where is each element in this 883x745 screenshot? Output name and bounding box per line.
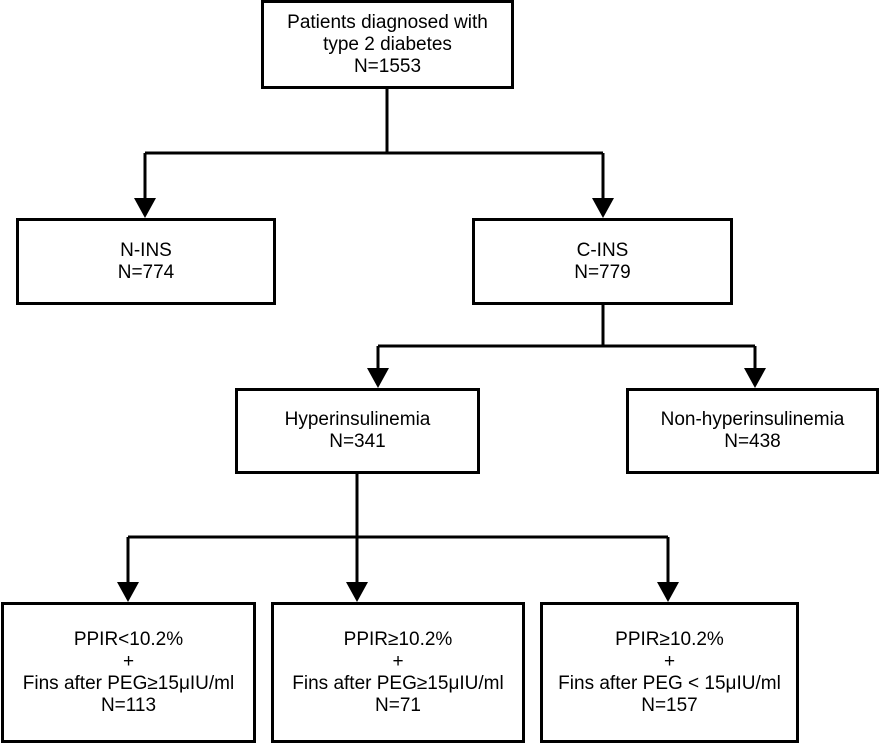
group-1-criterion-2: Fins after PEG≥15μIU/ml — [22, 672, 235, 694]
arrowhead-group-3 — [657, 582, 679, 602]
group-2-criterion-1: PPIR≥10.2% — [343, 628, 453, 650]
root-count: N=1553 — [353, 55, 422, 77]
non-hyperinsulinemia-box: Non-hyperinsulinemia N=438 — [626, 388, 879, 474]
group-2-criterion-2: Fins after PEG≥15μIU/ml — [292, 672, 504, 694]
group-3-criterion-1: PPIR≥10.2% — [615, 628, 724, 650]
n-ins-count: N=774 — [117, 261, 175, 283]
group-1-count: N=113 — [100, 694, 157, 716]
group-3-criterion-2: Fins after PEG < 15μIU/ml — [558, 672, 781, 694]
arrowhead-group-2 — [346, 582, 368, 602]
group-3-plus: + — [663, 650, 676, 672]
root-box: Patients diagnosed with type 2 diabetes … — [261, 0, 514, 89]
c-ins-label: C-INS — [576, 239, 629, 261]
arrowhead-n-ins — [134, 198, 156, 218]
group-1-plus: + — [122, 650, 135, 672]
group-1-criterion-1: PPIR<10.2% — [73, 628, 184, 650]
group-box-2: PPIR≥10.2% + Fins after PEG≥15μIU/ml N=7… — [271, 602, 525, 743]
group-3-count: N=157 — [641, 694, 698, 716]
root-line-1: Patients diagnosed with — [287, 11, 488, 33]
hyperinsulinemia-label: Hyperinsulinemia — [284, 409, 431, 430]
group-box-3: PPIR≥10.2% + Fins after PEG < 15μIU/ml N… — [540, 602, 799, 743]
n-ins-box: N-INS N=774 — [16, 218, 276, 305]
c-ins-count: N=779 — [574, 261, 631, 283]
root-line-2: type 2 diabetes — [323, 33, 452, 55]
c-ins-box: C-INS N=779 — [472, 218, 733, 305]
hyperinsulinemia-box: Hyperinsulinemia N=341 — [235, 388, 480, 474]
arrowhead-c-ins — [592, 198, 614, 218]
group-2-count: N=71 — [375, 694, 421, 716]
n-ins-label: N-INS — [120, 239, 172, 261]
group-box-1: PPIR<10.2% + Fins after PEG≥15μIU/ml N=1… — [1, 602, 256, 743]
non-hyperinsulinemia-count: N=438 — [724, 431, 781, 452]
arrowhead-group-1 — [117, 582, 139, 602]
group-2-plus: + — [392, 650, 404, 672]
arrowhead-hyper — [367, 368, 389, 388]
non-hyperinsulinemia-label: Non-hyperinsulinemia — [660, 409, 845, 430]
arrowhead-non-hyper — [744, 368, 766, 388]
hyperinsulinemia-count: N=341 — [329, 431, 386, 452]
